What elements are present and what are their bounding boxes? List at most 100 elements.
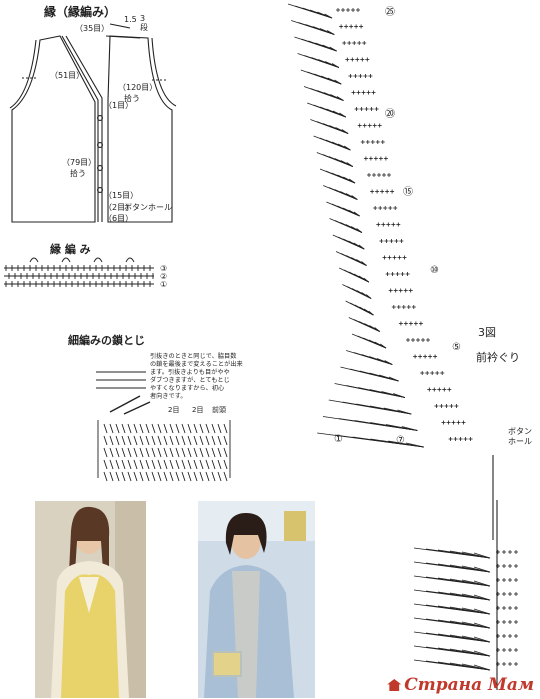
stitch-mark bbox=[329, 46, 337, 52]
stitch-mark bbox=[223, 423, 228, 434]
stitch-mark bbox=[157, 447, 162, 458]
stitch-mark bbox=[461, 551, 491, 559]
stitch-mark bbox=[115, 423, 120, 434]
stitch-mark bbox=[139, 423, 144, 434]
schematic-buttonhole: ボタンホール bbox=[124, 203, 172, 212]
stitch-mark bbox=[344, 145, 351, 151]
figure-number: 3図 bbox=[478, 326, 496, 339]
stitch-mark bbox=[211, 471, 216, 482]
stitch-mark bbox=[461, 621, 491, 629]
seam-note: 引抜きのときと同じで、脇目数 の鎖を最後まで変えることが出来 ます。引抜きよりも… bbox=[150, 352, 243, 400]
row-marker-1: ① bbox=[334, 434, 343, 445]
stitch-mark bbox=[181, 459, 186, 470]
right-armhole-band bbox=[151, 37, 177, 107]
stitch-mark bbox=[205, 459, 210, 470]
stitch-mark bbox=[461, 579, 491, 587]
stitch-mark bbox=[151, 435, 156, 446]
stitch-mark bbox=[324, 13, 333, 19]
stitch-mark bbox=[217, 471, 222, 482]
stitch-mark bbox=[163, 435, 168, 446]
stitch-mark bbox=[163, 459, 168, 470]
left-armhole-band bbox=[9, 39, 37, 109]
stitch-mark bbox=[393, 393, 406, 398]
edging-chart bbox=[4, 257, 154, 287]
stitch-mark bbox=[145, 459, 150, 470]
schematic-right-rows: （120目） bbox=[118, 83, 157, 92]
stitch-mark bbox=[223, 435, 228, 446]
stitch-mark bbox=[205, 447, 210, 458]
front-band bbox=[61, 35, 103, 222]
stitch-mark bbox=[384, 360, 393, 365]
stitch-mark bbox=[473, 622, 491, 629]
schematic-bottom-count-3: （6目） bbox=[104, 214, 133, 223]
stitch-mark bbox=[133, 423, 138, 434]
schematic-top-dim2: 3 bbox=[140, 14, 145, 23]
stitch-mark bbox=[205, 471, 210, 482]
stitch-mark bbox=[175, 447, 180, 458]
row-marker-15: ⑮ bbox=[403, 186, 413, 198]
stitch-mark bbox=[133, 459, 138, 470]
stitch-mark bbox=[133, 435, 138, 446]
stitch-mark bbox=[103, 447, 108, 458]
stitch-mark bbox=[169, 435, 174, 446]
stitch-mark bbox=[187, 435, 192, 446]
stitch-mark bbox=[336, 96, 344, 101]
edging-row-2: ② bbox=[160, 272, 167, 281]
stitch-mark bbox=[121, 471, 126, 482]
schematic-front-count: （79目） bbox=[62, 158, 96, 167]
stitch-mark bbox=[139, 447, 144, 458]
stitch-mark bbox=[157, 423, 162, 434]
stitch-mark bbox=[151, 423, 156, 434]
stitch-mark bbox=[187, 459, 192, 470]
stitch-mark bbox=[109, 435, 114, 446]
row-marker-25: ㉕ bbox=[385, 6, 395, 18]
stitch-mark bbox=[374, 327, 380, 332]
svg-text:やすくなりますから、初心: やすくなりますから、初心 bbox=[150, 384, 224, 392]
stitch-mark bbox=[211, 435, 216, 446]
stitch-mark bbox=[181, 423, 186, 434]
stitch-mark bbox=[217, 423, 222, 434]
stitch-mark bbox=[121, 459, 126, 470]
stitch-mark bbox=[331, 63, 340, 68]
stitch-mark bbox=[169, 471, 174, 482]
stitch-mark bbox=[127, 435, 132, 446]
stitch-mark bbox=[353, 211, 360, 217]
stitch-mark bbox=[199, 447, 204, 458]
stitch-mark bbox=[145, 435, 150, 446]
stitch-mark bbox=[473, 636, 491, 643]
schematic-bottom-count-2: （2目） bbox=[104, 203, 133, 212]
stitch-mark bbox=[181, 435, 186, 446]
schematic-top-dim2-unit: 段 bbox=[140, 22, 148, 32]
stitch-mark bbox=[461, 565, 491, 573]
edging-row-1: ① bbox=[160, 280, 167, 289]
stitch-mark bbox=[169, 459, 174, 470]
back-neck bbox=[105, 35, 141, 39]
house-icon bbox=[387, 679, 402, 691]
stitch-mark bbox=[388, 376, 399, 382]
stitch-mark bbox=[109, 447, 114, 458]
stitch-mark bbox=[341, 129, 349, 134]
stitch-mark bbox=[217, 459, 222, 470]
seam-drawing bbox=[96, 371, 231, 482]
schematic-left-rows: （51目） bbox=[50, 71, 84, 80]
stitch-mark bbox=[163, 447, 168, 458]
stitch-mark bbox=[145, 471, 150, 482]
stitch-mark bbox=[356, 228, 363, 233]
stitch-mark bbox=[193, 423, 198, 434]
stitch-mark bbox=[473, 664, 491, 671]
svg-text:ます。引抜きよりも目がやや: ます。引抜きよりも目がやや bbox=[150, 368, 230, 376]
stitch-mark bbox=[109, 423, 114, 434]
stitch-mark bbox=[326, 30, 335, 35]
stitch-mark bbox=[127, 423, 132, 434]
stitch-mark bbox=[473, 566, 491, 573]
stitch-mark bbox=[175, 423, 180, 434]
seam-title: 細編みの鎖とじ bbox=[68, 333, 145, 347]
figure-caption: 前衿ぐり bbox=[476, 350, 520, 364]
stitch-mark bbox=[127, 459, 132, 470]
edging-row-3: ③ bbox=[160, 264, 167, 273]
stitch-mark bbox=[157, 471, 162, 482]
stitch-mark bbox=[217, 435, 222, 446]
stitch-mark bbox=[169, 447, 174, 458]
stitch-mark bbox=[351, 195, 358, 200]
row-marker-10: ⑩ bbox=[430, 265, 439, 276]
